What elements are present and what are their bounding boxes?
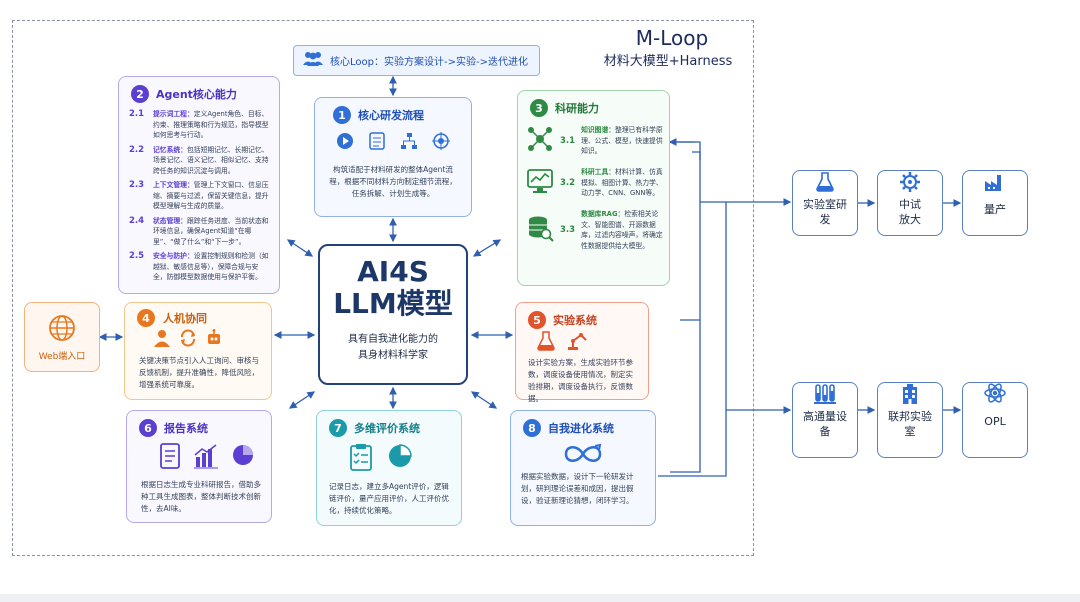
- card-number: 3: [530, 99, 548, 117]
- card-number: 2: [131, 85, 149, 103]
- stage-label: 联邦实验室: [888, 410, 932, 438]
- team-icon: [302, 51, 324, 70]
- hierarchy-icon: [400, 132, 418, 154]
- card-number: 8: [523, 419, 541, 437]
- monitor-chart-icon: [526, 167, 554, 199]
- card-experiment-system: 5 实验系统 设计实验方案，生成实验环节参数，调度设备使用情况，制定实验排期，调…: [515, 302, 649, 403]
- card-title: 实验系统: [553, 314, 597, 327]
- card-title: 核心研发流程: [358, 109, 424, 122]
- stage-label: OPL: [984, 415, 1006, 428]
- card-title: Agent核心能力: [156, 88, 237, 101]
- card-description: 关键决策节点引入人工询问、审核与反馈机制，提升准确性，降低风险，增强系统可靠度。: [139, 356, 259, 389]
- report-icons: [159, 443, 271, 473]
- card-title: 人机协同: [163, 312, 207, 325]
- robot-icon: [205, 329, 223, 351]
- flow-icons: [315, 132, 471, 154]
- pie-chart-icon: [231, 443, 255, 473]
- card-self-evolution: 8 自我进化系统 根据实验数据，设计下一轮研发计划，研判理论误差和成因，提出假设…: [510, 410, 656, 526]
- card-number: 1: [333, 106, 351, 124]
- web-entry-button[interactable]: Web端入口: [24, 302, 100, 372]
- card-description: 设计实验方案，生成实验环节参数，调度设备使用情况，制定实验排期，调度设备执行，反…: [528, 358, 633, 403]
- stage-label: 高通量设备: [803, 410, 847, 438]
- stage-mass-production: 量产: [962, 170, 1028, 236]
- database-search-icon: [526, 214, 554, 246]
- center-title-line1: AI4S: [357, 255, 429, 288]
- stage-pilot-scaleup: 中试放大: [877, 170, 943, 236]
- stage-opl: OPL: [962, 382, 1028, 458]
- gear-icon: [878, 171, 942, 193]
- bottom-bar: [0, 594, 1080, 602]
- list-item: 3.2 科研工具：材料计算、仿真模拟、相图计算、热力学、动力学、CNN、GNN等…: [526, 167, 663, 199]
- card-report-system: 6 报告系统 根据日志生成专业科研报告，借助多种工具生成图表，整体判断技术创新性…: [126, 410, 272, 523]
- core-loop-label: 核心Loop：实验方案设计->实验->迭代进化: [330, 57, 528, 68]
- page-subtitle: 材料大模型+Harness: [603, 54, 733, 69]
- card-multidim-evaluation: 7 多维评价系统 记录日志，建立多Agent评价，逻辑链评价，量产应用评价，人工…: [316, 410, 462, 526]
- sync-icon: [179, 329, 197, 351]
- card-title: 报告系统: [164, 422, 208, 435]
- stage-high-throughput: 高通量设备: [792, 382, 858, 458]
- card-number: 4: [137, 309, 155, 327]
- card-number: 5: [528, 311, 546, 329]
- factory-icon: [963, 171, 1027, 193]
- card-number: 7: [329, 419, 347, 437]
- checklist-icon: [368, 132, 386, 154]
- card-description: 根据实验数据，设计下一轮研发计划，研判理论误差和成因，提出假设，验证新理论猜想，…: [521, 472, 634, 505]
- infinity-loop-icon: [511, 441, 655, 467]
- play-icon: [336, 132, 354, 154]
- page-title: M-Loop: [635, 26, 709, 50]
- clipboard-checklist-icon: [349, 443, 373, 475]
- stage-label: 量产: [984, 203, 1006, 216]
- card-core-rd-flow: 1 核心研发流程 构筑适配于材料研发的整体Agent流程，根据不同材料方向制定细…: [314, 97, 472, 217]
- card-human-ai-collaboration: 4 人机协同 关键决策节点引入人工询问、审核与反馈机制，提升准确性，降低风险，增…: [124, 302, 272, 400]
- document-icon: [159, 443, 181, 473]
- card-title: 自我进化系统: [548, 422, 614, 435]
- card-title: 科研能力: [555, 102, 599, 115]
- stage-lab-rd: 实验室研发: [792, 170, 858, 236]
- list-item: 3.3 数据库RAG：检索相关论文、智能图谱、开源数据库，过滤内容噪声，将确定性…: [526, 209, 663, 251]
- center-title-line2: LLM模型: [333, 287, 453, 320]
- web-entry-label: Web端入口: [38, 352, 86, 362]
- building-icon: [878, 383, 942, 405]
- experiment-icons: [536, 331, 648, 355]
- core-loop-banner: 核心Loop：实验方案设计->实验->迭代进化: [293, 45, 540, 76]
- card-research-capabilities: 3 科研能力 3.1 知识图谱：整理已有科学原理、公式、模型，快速提供知识。 3…: [517, 90, 670, 286]
- bar-chart-icon: [193, 443, 219, 473]
- list-item: 3.1 知识图谱：整理已有科学原理、公式、模型，快速提供知识。: [526, 125, 663, 157]
- center-llm-model: AI4S LLM模型 具有自我进化能力的 具身材料科学家: [318, 244, 468, 385]
- robot-arm-icon: [566, 331, 588, 355]
- stage-label: 中试放大: [899, 198, 921, 226]
- globe-icon: [25, 313, 99, 347]
- dashed-frame: [12, 20, 754, 556]
- collab-icons: [153, 329, 271, 351]
- card-title: 多维评价系统: [354, 422, 420, 435]
- card-description: 根据日志生成专业科研报告，借助多种工具生成图表，整体判断技术创新性，去AI味。: [141, 480, 261, 513]
- center-desc-line2: 具身材料科学家: [358, 350, 428, 361]
- person-icon: [153, 329, 171, 351]
- molecule-icon: [526, 125, 554, 157]
- card-description: 构筑适配于材料研发的整体Agent流程，根据不同材料方向制定细节流程，任务拆解、…: [329, 165, 457, 198]
- flask-icon: [793, 171, 857, 193]
- test-tubes-icon: [793, 383, 857, 405]
- target-icon: [432, 132, 450, 154]
- atom-icon: [963, 383, 1027, 405]
- stage-federated-lab: 联邦实验室: [877, 382, 943, 458]
- pie-chart-icon: [387, 443, 413, 475]
- center-desc-line1: 具有自我进化能力的: [348, 334, 438, 345]
- flask-icon: [536, 331, 556, 355]
- stage-label: 实验室研发: [803, 198, 847, 226]
- evaluation-icons: [349, 443, 461, 475]
- card-number: 6: [139, 419, 157, 437]
- card-description: 记录日志，建立多Agent评价，逻辑链评价，量产应用评价，人工评价优化，持续优化…: [329, 482, 449, 515]
